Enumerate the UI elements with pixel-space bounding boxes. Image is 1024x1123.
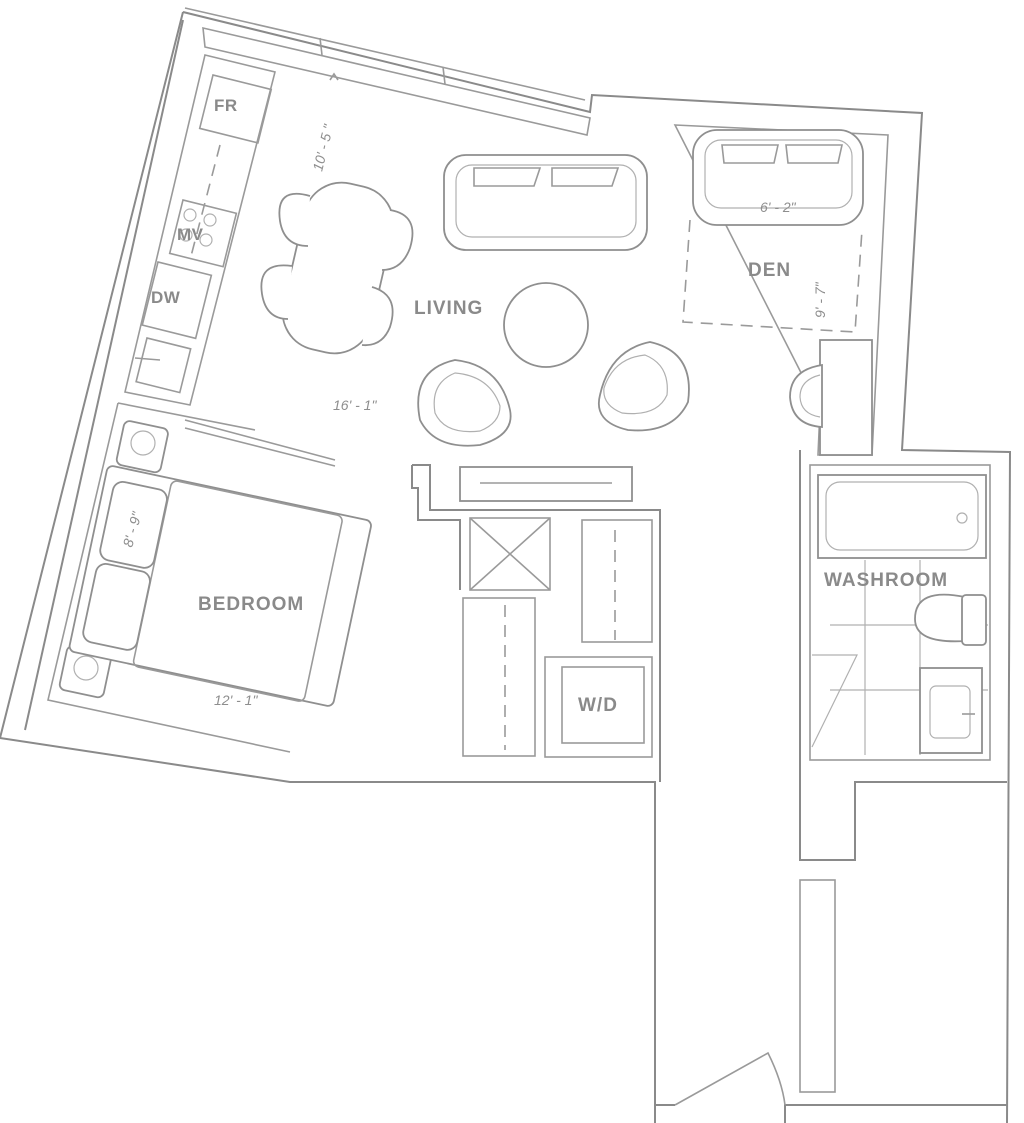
core: W/D (411, 464, 661, 782)
entry-door-swing (674, 1051, 786, 1106)
pillow (99, 480, 168, 569)
sofa (443, 154, 648, 251)
living-label: LIVING (414, 298, 483, 319)
cushion (785, 144, 843, 164)
pillow (82, 562, 151, 651)
bathtub (817, 474, 987, 559)
bedroom-label: BEDROOM (198, 594, 304, 615)
washroom-label: WASHROOM (824, 570, 948, 591)
coffee-table (503, 282, 589, 368)
fridge-label: FR (214, 96, 238, 115)
dishwasher (141, 261, 213, 340)
toilet (914, 593, 966, 643)
armchair (417, 359, 512, 447)
cushion (473, 167, 542, 187)
closet (581, 519, 653, 643)
den-width-dimension: 6' - 2" (760, 199, 797, 215)
fridge (198, 74, 273, 144)
dining-table (281, 181, 395, 355)
vanity (919, 667, 983, 754)
entry (674, 450, 1007, 1106)
bedroom-width-dimension: 12' - 1" (214, 692, 258, 708)
armchair (598, 341, 690, 432)
dining-chair (278, 192, 311, 247)
cushion (551, 167, 620, 187)
media-unit (459, 466, 633, 502)
nightstand (115, 420, 169, 474)
den-desk (819, 339, 873, 456)
closet (462, 597, 536, 757)
laundry-label: W/D (578, 695, 618, 716)
entry-closet (799, 879, 836, 1093)
dishwasher-label: DW (151, 288, 181, 307)
den-sofa (692, 129, 864, 226)
exterior-walls (0, 7, 1012, 1123)
living-width-dimension: 16' - 1" (333, 397, 377, 413)
washroom: WASHROOM (809, 464, 991, 761)
desk-chair (789, 363, 823, 428)
bedroom: BEDROOM 12' - 1" 8' - 9" (47, 402, 372, 753)
washer-dryer (561, 666, 645, 744)
den: DEN 6' - 2" 9' - 7" (673, 124, 889, 456)
mechanical-shaft (469, 517, 551, 591)
den-label: DEN (748, 260, 791, 281)
cushion (721, 144, 779, 164)
washroom-door-swing (811, 654, 858, 748)
den-depth-dimension: 9' - 7" (812, 281, 828, 318)
microwave-label: MV (177, 225, 204, 244)
dining-chair (381, 209, 414, 271)
laundry-closet (544, 656, 653, 758)
kitchen-sink (135, 337, 192, 394)
kitchen: FR MV DW (124, 26, 591, 406)
living-depth-dimension: 10' - 5 " (309, 122, 336, 173)
dining-set (260, 181, 414, 355)
dining-chair (361, 286, 394, 347)
dining-chair (260, 264, 293, 320)
microwave-cooktop (168, 199, 238, 268)
living-furniture: LIVING 16' - 1" 10' - 5 " (309, 72, 690, 447)
